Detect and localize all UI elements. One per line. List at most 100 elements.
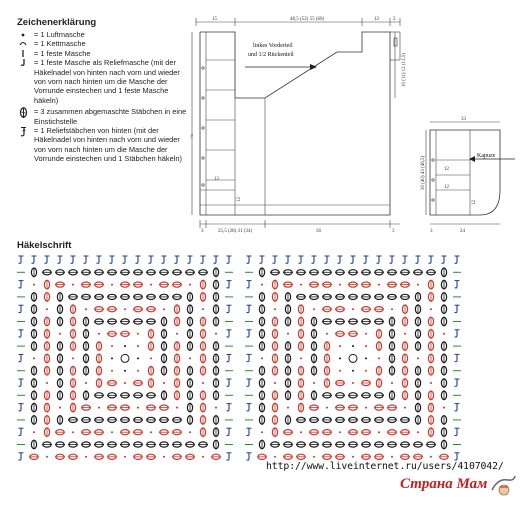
chain-dot-icon (111, 369, 113, 372)
stitch-cluster-icon (120, 404, 130, 411)
chain-dot-icon (215, 406, 217, 409)
stitch-cluster-icon (212, 427, 220, 438)
stitch-cluster-icon (284, 304, 292, 315)
stitch-cluster-icon (146, 441, 156, 448)
stitch-cluster-icon (55, 428, 65, 436)
stitch-cluster-icon (257, 453, 267, 460)
stitch-cluster-icon (284, 378, 292, 388)
stitch-cluster-icon (401, 378, 409, 388)
chain-dot-icon (313, 455, 315, 458)
stitch-cluster-icon (427, 414, 435, 425)
dim-right-height: 10 (11) 12 (13,5) (402, 53, 407, 87)
stitch-cluster-icon (147, 365, 155, 376)
stitch-cluster-icon (440, 279, 448, 290)
chain-dot-icon (287, 406, 289, 409)
relief-stitch-icon (226, 403, 232, 412)
stitch-cluster-icon (212, 353, 220, 364)
stitch-cluster-icon (374, 416, 384, 424)
stitch-cluster-icon (414, 328, 422, 339)
stitch-cluster-icon (69, 402, 77, 413)
stitch-cluster-icon (133, 281, 143, 288)
stitch-cluster-icon (199, 279, 207, 290)
chain-dot-icon (352, 308, 354, 311)
dim-bottom-edge-left: 3 (201, 229, 204, 234)
relief-stitch-icon (70, 255, 76, 264)
stitch-cluster-icon (43, 402, 51, 413)
stitch-cluster-icon (361, 441, 371, 448)
relief-stitch-icon (174, 255, 180, 264)
stitch-cluster-icon (414, 402, 422, 413)
chain-dot-icon (137, 406, 139, 409)
stitch-cluster-icon (30, 402, 38, 413)
crochet-chart-right (245, 255, 461, 461)
stitch-cluster-icon (309, 404, 319, 411)
stitch-cluster-icon (310, 316, 318, 327)
stitch-cluster-icon (172, 453, 182, 460)
stitch-cluster-icon (322, 318, 332, 325)
stork-logo-icon (491, 475, 516, 496)
relief-stitch-icon (57, 255, 63, 264)
chain-dot-icon (189, 357, 191, 360)
stitch-cluster-icon (284, 341, 292, 352)
stitch-cluster-icon (43, 353, 51, 364)
stitch-cluster-icon (297, 341, 305, 352)
stitch-cluster-icon (147, 328, 155, 339)
stitch-cluster-icon (348, 293, 358, 301)
stitch-cluster-icon (400, 428, 410, 436)
relief-stitch-icon (44, 255, 50, 264)
relief-stitch-icon (246, 329, 252, 338)
relief-stitch-icon (454, 452, 460, 461)
stitch-cluster-icon (258, 402, 266, 413)
stitch-cluster-icon (120, 269, 130, 276)
chain-dot-icon (215, 332, 217, 335)
relief-stitch-icon (161, 255, 167, 264)
stitch-cluster-icon (283, 269, 293, 276)
stitch-cluster-icon (414, 291, 422, 302)
stitch-cluster-icon (199, 414, 207, 425)
chain-dot-icon (339, 357, 341, 360)
stitch-cluster-icon (348, 318, 358, 325)
stitch-cluster-icon (400, 416, 410, 424)
stitch-cluster-icon (212, 291, 220, 302)
stitch-cluster-icon (258, 414, 266, 425)
stitch-cluster-icon (56, 291, 64, 302)
relief-stitch-icon (246, 280, 252, 289)
relief-stitch-icon (454, 353, 460, 363)
stitch-cluster-icon (309, 281, 319, 288)
stitch-cluster-icon (427, 291, 435, 302)
stitch-cluster-icon (160, 316, 168, 327)
relief-stitch-icon (200, 255, 206, 264)
stitch-cluster-icon (388, 328, 396, 339)
stitch-cluster-icon (160, 341, 168, 352)
stitch-cluster-icon (30, 439, 38, 450)
stitch-cluster-icon (387, 441, 397, 448)
stitch-cluster-icon (146, 318, 156, 325)
stitch-cluster-icon (297, 304, 305, 315)
stitch-cluster-icon (56, 378, 64, 388)
stitch-cluster-icon (296, 269, 306, 276)
stitch-cluster-icon (258, 316, 266, 327)
stitch-cluster-icon (271, 341, 279, 352)
stitch-cluster-icon (309, 441, 319, 448)
stitch-cluster-icon (387, 293, 397, 301)
chain-dot-icon (430, 382, 432, 384)
stitch-cluster-icon (374, 404, 384, 411)
stitch-cluster-icon (199, 390, 207, 401)
stitch-cluster-icon (68, 453, 78, 460)
chain-dot-icon (124, 369, 126, 372)
chain-dot-icon (124, 382, 126, 384)
stitch-cluster-icon (56, 390, 64, 401)
stitch-cluster-icon (271, 353, 279, 364)
relief-stitch-icon (285, 255, 291, 264)
stitch-cluster-icon (69, 304, 77, 315)
dot-icon (19, 30, 33, 39)
relief-stitch-icon (454, 403, 460, 412)
stitch-cluster-icon (270, 269, 280, 276)
stitch-cluster-icon (185, 441, 195, 448)
stitch-cluster-icon (387, 269, 397, 276)
stitch-cluster-icon (361, 318, 371, 325)
stitch-cluster-icon (107, 453, 117, 460)
stitch-cluster-icon (212, 439, 220, 450)
stitch-cluster-icon (388, 353, 396, 364)
stitch-cluster-icon (107, 379, 117, 387)
